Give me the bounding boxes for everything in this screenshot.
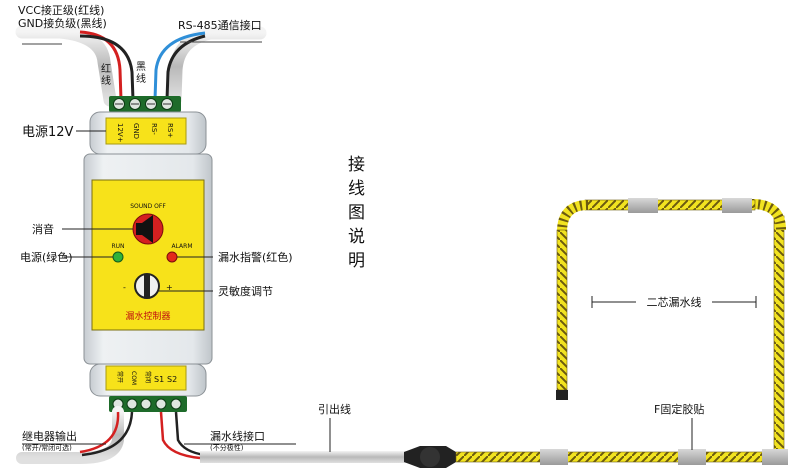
title-char-1: 接	[348, 155, 365, 175]
top-right-cable	[153, 26, 267, 107]
bottom-terminal-labels: 常开 COM 常闭 S1 S2	[116, 371, 177, 385]
title-char-5: 明	[348, 251, 365, 271]
terminal-s2: S2	[167, 375, 177, 384]
terminal-no: 常开	[116, 371, 124, 383]
vcc-label: VCC接正级(红线)	[18, 3, 104, 17]
alarm-led-callout: 漏水指警(红色)	[218, 250, 293, 264]
run-led	[112, 251, 124, 263]
bottom-terminal-block	[109, 396, 187, 412]
speaker-icon	[136, 215, 153, 243]
title-char-4: 说	[348, 227, 365, 247]
controller-name: 漏水控制器	[125, 310, 170, 322]
tape-bottom-2	[678, 449, 706, 465]
mute-callout: 消音	[32, 222, 54, 236]
core-wire-dimension	[591, 296, 757, 308]
terminal-rs-minus: RS-	[150, 123, 158, 135]
lead-wire-label: 引出线	[318, 402, 351, 416]
controller-module	[83, 111, 213, 397]
relay-output-sublabel: (常开/常闭可选)	[22, 443, 72, 452]
sound-off-label: SOUND OFF	[130, 203, 166, 210]
terminal-gnd: GND	[132, 123, 140, 139]
top-left-cable	[15, 25, 135, 107]
terminal-s1: S1	[154, 375, 164, 384]
red-wire-label-2: 线	[101, 74, 111, 87]
fixing-tapes	[540, 198, 788, 465]
title-char-2: 线	[348, 179, 365, 199]
lead-wire	[200, 446, 456, 468]
run-label: RUN	[111, 243, 124, 250]
sensing-rope	[455, 199, 786, 463]
top-terminal-labels: 12V+ GND RS- RS+	[116, 123, 174, 143]
power-12v-label: 电源12V	[22, 125, 74, 140]
relay-output-label: 继电器输出	[22, 429, 77, 443]
alarm-label: ALARM	[171, 243, 192, 250]
core-wire-label: 二芯漏水线	[647, 295, 702, 309]
rs485-label: RS-485通信接口	[178, 19, 262, 32]
sensor-port-cable	[159, 411, 206, 460]
mute-button[interactable]	[132, 213, 164, 245]
tape-bottom-1	[540, 449, 568, 465]
gnd-label: GND接负级(黑线)	[18, 16, 107, 30]
power-led-callout: 电源(绿色)	[20, 250, 73, 264]
sensitivity-knob[interactable]	[134, 273, 160, 299]
fixing-tape-label: F固定胶贴	[654, 402, 704, 416]
red-wire-label-1: 红	[101, 62, 111, 75]
black-wire-label-1: 黑	[136, 61, 146, 73]
terminal-screws-top	[113, 98, 173, 110]
tape-bottom-3	[762, 449, 788, 465]
title-char-3: 图	[348, 203, 365, 223]
tape-top-1	[628, 198, 658, 213]
terminal-rs-plus: RS+	[166, 123, 174, 138]
black-wire-label-2: 线	[136, 72, 146, 85]
sensitivity-callout: 灵敏度调节	[218, 284, 273, 298]
knob-minus: -	[123, 283, 126, 292]
tape-top-2	[722, 198, 752, 213]
terminal-nc: 常闭	[144, 371, 152, 383]
knob-plus: +	[166, 283, 173, 292]
sensor-port-sublabel: (不分极性)	[210, 443, 244, 452]
relay-output-cable	[16, 406, 134, 464]
terminal-12v-plus: 12V+	[116, 123, 124, 143]
sensor-port-label: 漏水线接口	[210, 429, 265, 443]
terminal-com: COM	[130, 371, 137, 385]
top-terminal-block	[109, 96, 181, 112]
diagram-title: 接 线 图 说 明	[348, 155, 365, 271]
alarm-led	[166, 251, 178, 263]
